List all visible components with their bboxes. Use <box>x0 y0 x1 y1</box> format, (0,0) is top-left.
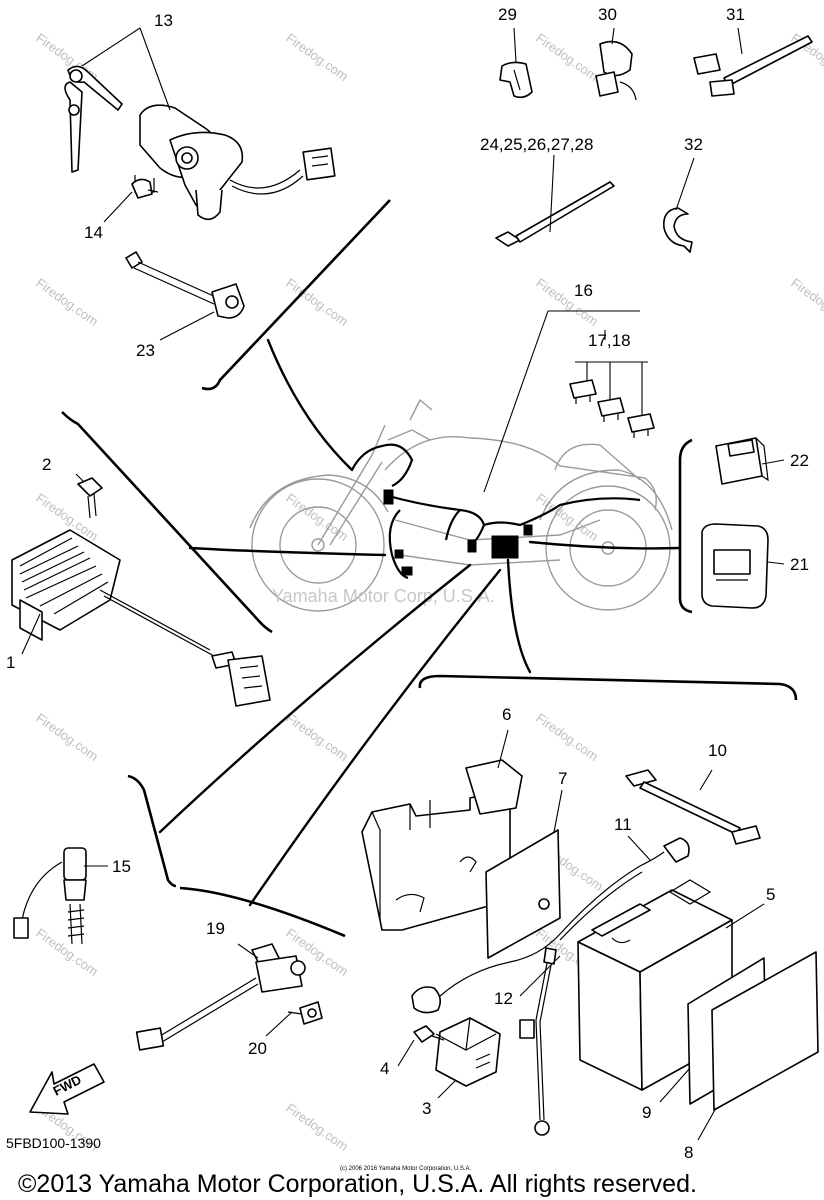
callout-19: 19 <box>206 919 225 938</box>
svg-text:Firedog.com: Firedog.com <box>283 1100 351 1154</box>
firedog-watermark: Firedog.com <box>283 710 351 764</box>
svg-text:Firedog.com: Firedog.com <box>283 30 351 84</box>
part-24-28-cable-tie <box>495 181 615 247</box>
firedog-watermark: Firedog.com <box>533 710 601 764</box>
svg-text:Firedog.com: Firedog.com <box>33 275 101 329</box>
leader-lines <box>61 199 798 938</box>
callout-12: 12 <box>494 989 513 1008</box>
callout-21: 21 <box>790 555 809 574</box>
part-11-cable <box>411 837 690 1014</box>
callout-22: 22 <box>790 451 809 470</box>
svg-text:Firedog.com: Firedog.com <box>33 710 101 764</box>
part-12-lead <box>519 947 557 1136</box>
firedog-watermark: Firedog.com <box>33 710 101 764</box>
callout-13: 13 <box>154 11 173 30</box>
fwd-arrow-icon: FWD <box>29 1063 105 1115</box>
callout-30: 30 <box>598 5 617 24</box>
firedog-watermark: Firedog.com <box>283 1100 351 1154</box>
svg-text:Firedog.com: Firedog.com <box>788 275 824 329</box>
bolt-2 <box>77 477 103 519</box>
svg-text:Firedog.com: Firedog.com <box>533 30 601 84</box>
part-5-battery <box>577 879 733 1091</box>
wire-harness <box>351 443 641 580</box>
callout-8: 8 <box>684 1143 693 1162</box>
callout-31: 31 <box>726 5 745 24</box>
relay-22 <box>715 437 769 485</box>
callout-labels: 13 14 23 29 30 31 24,25,26,27,28 32 16 1… <box>6 5 809 1162</box>
part-6-battery-bracket <box>361 759 523 931</box>
fuses-17-18 <box>569 379 655 438</box>
firedog-watermark: Firedog.com <box>533 30 601 84</box>
firedog-watermark: Firedog.com <box>283 30 351 84</box>
firedog-watermark: Firedog.com <box>33 275 101 329</box>
part-19-sensor <box>135 943 306 1051</box>
copyright-notice: ©2013 Yamaha Motor Corporation, U.S.A. A… <box>18 1170 697 1198</box>
firedog-watermark: Firedog.com <box>788 275 824 329</box>
part-31-band <box>693 35 813 97</box>
firedog-watermark: Firedog.com <box>283 490 351 544</box>
overlay-text-group: Yamaha Motor Corp, U.S.A. <box>272 586 495 606</box>
part-8-pad <box>711 951 819 1111</box>
svg-text:Firedog.com: Firedog.com <box>533 710 601 764</box>
part-29-clamp <box>499 61 533 99</box>
relay-21 <box>701 523 769 609</box>
callout-16: 16 <box>574 281 593 300</box>
part-4-bolt <box>413 1025 445 1043</box>
part-23-sensor <box>125 251 245 319</box>
callout-15: 15 <box>112 857 131 876</box>
callout-9: 9 <box>642 1103 651 1122</box>
main-switch-13 <box>64 65 336 221</box>
part-14-screw <box>131 178 159 199</box>
callout-17-18: 17,18 <box>588 331 631 350</box>
svg-text:Firedog.com: Firedog.com <box>33 925 101 979</box>
part-30-clamp <box>595 40 637 101</box>
svg-text:Firedog.com: Firedog.com <box>283 710 351 764</box>
callout-leaders <box>21 27 785 1141</box>
callout-4: 4 <box>380 1059 389 1078</box>
callout-24-28: 24,25,26,27,28 <box>480 135 593 154</box>
callout-29: 29 <box>498 5 517 24</box>
diagram-code: 5FBD100-1390 <box>6 1135 101 1151</box>
callout-20: 20 <box>248 1039 267 1058</box>
part-15-switch <box>13 847 87 945</box>
fine-print: (c) 2006 2016 Yamaha Motor Corporation, … <box>340 1166 472 1172</box>
part-10-strap <box>625 769 761 845</box>
part-32-clip <box>662 207 693 253</box>
part-20-screw <box>287 1001 323 1025</box>
callout-23: 23 <box>136 341 155 360</box>
callout-32: 32 <box>684 135 703 154</box>
callout-14: 14 <box>84 223 103 242</box>
callout-10: 10 <box>708 741 727 760</box>
part-3-starter-relay <box>435 1017 501 1087</box>
firedog-watermark: Firedog.com <box>33 925 101 979</box>
callout-2: 2 <box>42 455 51 474</box>
callout-5: 5 <box>766 885 775 904</box>
callout-3: 3 <box>422 1099 431 1118</box>
rectifier-regulator-1 <box>11 529 271 707</box>
callout-6: 6 <box>502 705 511 724</box>
callout-1: 1 <box>6 653 15 672</box>
yamaha-overlay-text: Yamaha Motor Corp, U.S.A. <box>272 586 495 606</box>
callout-11: 11 <box>614 815 632 834</box>
svg-text:Firedog.com: Firedog.com <box>283 490 351 544</box>
callout-7: 7 <box>558 769 567 788</box>
part-7-plate <box>485 829 561 959</box>
